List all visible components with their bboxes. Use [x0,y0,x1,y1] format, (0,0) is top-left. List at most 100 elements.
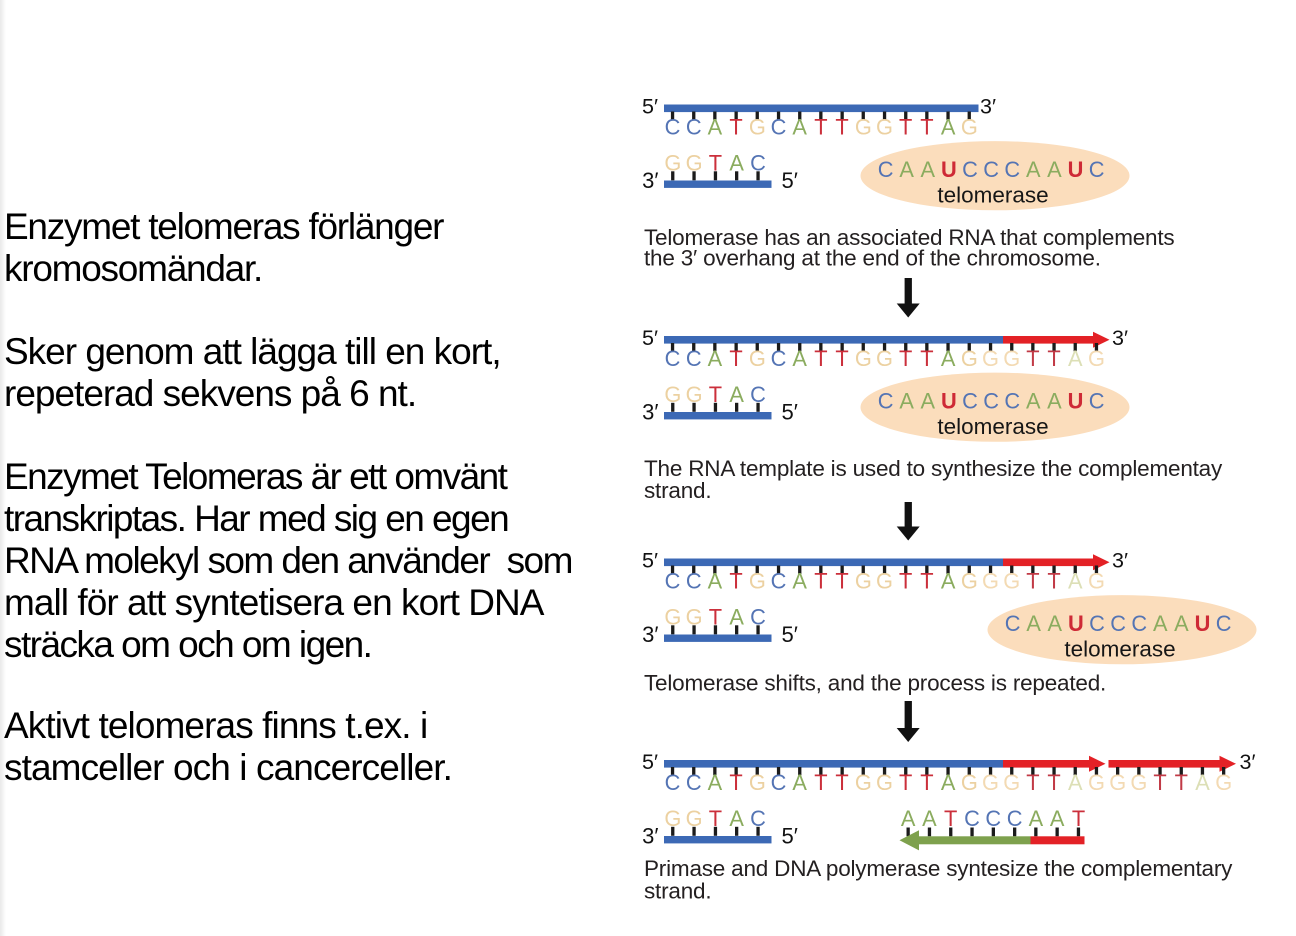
svg-text:T: T [920,346,933,371]
svg-text:G: G [1003,770,1020,795]
svg-text:A: A [941,569,956,594]
svg-text:C: C [1089,389,1105,414]
svg-text:C: C [1131,611,1147,636]
svg-text:A: A [1068,569,1083,594]
svg-text:A: A [792,346,807,371]
svg-text:G: G [1088,770,1105,795]
svg-text:T: T [1047,569,1060,594]
svg-text:T: T [1072,806,1085,831]
svg-text:G: G [876,770,893,795]
svg-text:T: T [920,770,933,795]
svg-text:telomerase: telomerase [937,183,1048,208]
svg-text:G: G [686,382,703,407]
svg-text:5′: 5′ [782,622,798,647]
svg-text:C: C [771,770,787,795]
svg-text:C: C [750,151,766,176]
svg-text:C: C [686,346,702,371]
svg-text:T: T [1026,569,1039,594]
svg-text:G: G [982,770,999,795]
svg-text:C: C [750,382,766,407]
svg-text:G: G [686,151,703,176]
svg-text:T: T [729,115,742,140]
svg-text:strand.: strand. [644,478,711,503]
svg-text:the 3′ overhang at the end of: the 3′ overhang at the end of the chromo… [644,245,1101,270]
svg-text:G: G [686,605,703,630]
svg-text:A: A [708,115,723,140]
svg-text:G: G [961,569,978,594]
svg-text:T: T [1175,770,1188,795]
svg-text:T: T [709,151,722,176]
svg-text:3′: 3′ [642,824,658,849]
svg-text:G: G [982,569,999,594]
svg-text:U: U [1068,157,1084,182]
svg-text:C: C [665,569,681,594]
svg-text:T: T [729,346,742,371]
svg-text:C: C [771,115,787,140]
svg-text:A: A [1048,611,1063,636]
svg-text:A: A [1050,806,1065,831]
svg-text:C: C [878,389,894,414]
svg-text:Telomerase has an associated R: Telomerase has an associated RNA that co… [644,225,1174,250]
svg-text:A: A [921,389,936,414]
svg-text:U: U [1068,611,1084,636]
svg-text:A: A [708,770,723,795]
svg-text:U: U [1068,389,1084,414]
svg-text:A: A [1174,611,1189,636]
svg-text:C: C [1089,611,1105,636]
svg-text:G: G [1109,770,1126,795]
svg-text:A: A [1153,611,1168,636]
svg-text:C: C [1007,806,1023,831]
svg-text:A: A [729,151,744,176]
svg-text:5′: 5′ [642,549,658,573]
svg-text:5′: 5′ [642,326,658,350]
svg-text:C: C [750,605,766,630]
svg-text:A: A [729,806,744,831]
svg-text:C: C [686,115,702,140]
svg-text:C: C [665,770,681,795]
svg-text:5′: 5′ [782,824,798,849]
svg-text:T: T [899,569,912,594]
svg-text:G: G [1003,346,1020,371]
svg-text:T: T [920,569,933,594]
svg-text:C: C [665,346,681,371]
svg-text:A: A [901,806,916,831]
svg-text:C: C [665,115,681,140]
svg-text:3′: 3′ [642,622,658,647]
svg-text:A: A [792,770,807,795]
svg-text:G: G [664,605,681,630]
svg-text:G: G [961,115,978,140]
svg-text:G: G [855,770,872,795]
svg-text:C: C [962,389,978,414]
svg-text:A: A [792,115,807,140]
svg-text:U: U [1195,611,1211,636]
svg-text:G: G [749,346,766,371]
svg-text:A: A [941,346,956,371]
svg-text:3′: 3′ [1112,326,1128,350]
svg-text:3′: 3′ [642,168,658,193]
svg-text:C: C [1005,611,1021,636]
svg-text:G: G [1130,770,1147,795]
svg-text:G: G [982,346,999,371]
svg-text:G: G [961,770,978,795]
svg-text:T: T [729,770,742,795]
svg-text:A: A [1029,806,1044,831]
svg-text:A: A [1068,770,1083,795]
svg-text:C: C [1110,611,1126,636]
svg-text:G: G [749,115,766,140]
svg-text:T: T [1047,346,1060,371]
svg-text:T: T [1026,346,1039,371]
svg-text:A: A [729,382,744,407]
svg-text:C: C [1004,157,1020,182]
svg-text:A: A [1026,157,1041,182]
svg-text:Telomerase shifts, and the pro: Telomerase shifts, and the process is re… [644,671,1106,696]
svg-text:C: C [983,157,999,182]
svg-text:T: T [709,382,722,407]
svg-text:C: C [771,569,787,594]
svg-text:G: G [961,346,978,371]
svg-text:T: T [899,770,912,795]
svg-text:T: T [709,605,722,630]
svg-text:T: T [835,569,848,594]
svg-text:A: A [1026,389,1041,414]
svg-text:T: T [920,115,933,140]
svg-text:3′: 3′ [1240,750,1256,774]
